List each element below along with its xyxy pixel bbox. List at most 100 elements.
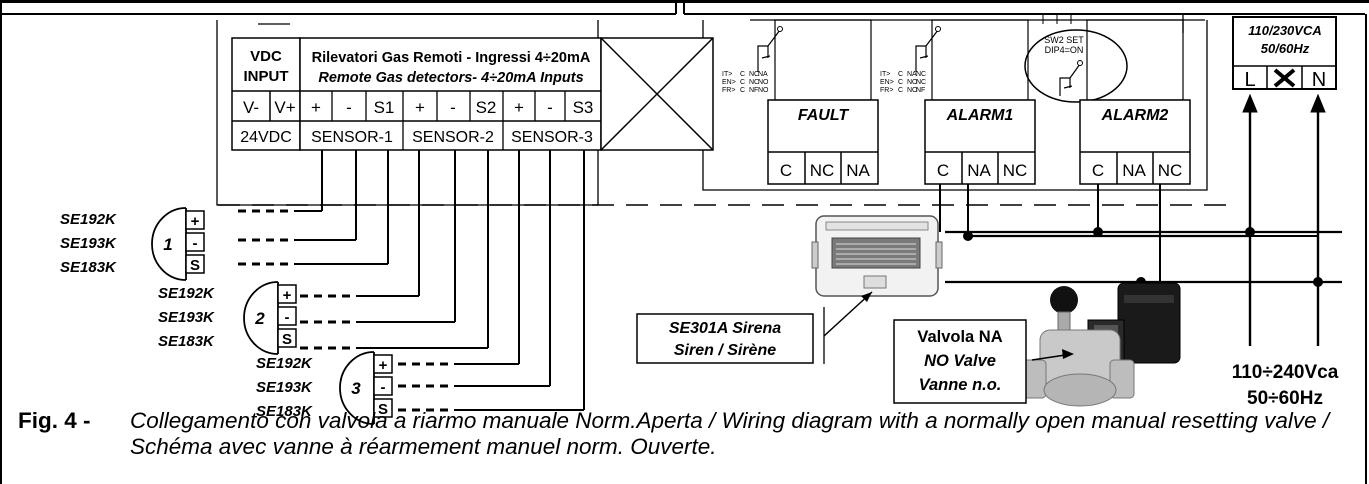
svg-text:EN>: EN> xyxy=(880,79,894,86)
relay-name: FAULT xyxy=(798,107,850,124)
svg-text:NO: NO xyxy=(907,87,918,94)
svg-text:NA: NA xyxy=(758,71,768,78)
detector-number: 3 xyxy=(351,379,361,398)
svg-text:IT>: IT> xyxy=(722,71,732,78)
svg-text:NF: NF xyxy=(749,87,758,94)
svg-text:FR>: FR> xyxy=(880,87,893,94)
sensor-terminal: - xyxy=(547,98,553,117)
detector-pin: S xyxy=(378,401,388,418)
detector-number: 1 xyxy=(163,235,172,254)
voltage-label: 24VDC xyxy=(240,129,292,146)
power-title: 50/60Hz xyxy=(1261,41,1310,56)
valve-label: NO Valve xyxy=(924,352,996,370)
detector-number: 2 xyxy=(254,309,265,328)
sw2-note-line: DIP4=ON xyxy=(1045,45,1084,55)
power-terminal-block: 110/230VCA 50/60Hz L N xyxy=(1232,16,1337,91)
sw2-note-line: SW2 SET xyxy=(1044,35,1084,45)
svg-text:NC: NC xyxy=(916,71,926,78)
svg-text:IT>: IT> xyxy=(880,71,890,78)
valve-label: Vanne n.o. xyxy=(919,376,1002,394)
sensor-label: SENSOR-2 xyxy=(412,129,494,146)
detector-pin: - xyxy=(193,235,198,252)
relay-name: ALARM2 xyxy=(1101,107,1169,124)
arrow-up-icon xyxy=(1242,93,1258,113)
detector-model: SE193K xyxy=(60,235,117,252)
mains-voltage-label: 110÷240Vca xyxy=(1232,362,1339,383)
svg-text:EN>: EN> xyxy=(722,79,736,86)
detector-model: SE183K xyxy=(256,403,313,420)
detector-pin: S xyxy=(190,257,200,274)
sensor-terminal: + xyxy=(415,98,425,117)
figure-caption-text: Collegamento con valvola a riarmo manual… xyxy=(130,408,1330,459)
siren-label: Siren / Sirène xyxy=(674,342,776,359)
vdc-input-label: VDC xyxy=(250,48,282,65)
detector-model: SE183K xyxy=(158,333,215,350)
relay-terminal: NC xyxy=(810,161,835,180)
terminal-n: N xyxy=(1312,69,1326,91)
detector-pin: + xyxy=(379,357,388,374)
svg-text:NC: NC xyxy=(749,71,759,78)
terminal-l: L xyxy=(1244,69,1255,91)
sensor-label: SENSOR-1 xyxy=(311,129,393,146)
svg-text:NF: NF xyxy=(916,87,925,94)
vdc-input-block: VDC INPUT V- V+ 24VDC xyxy=(231,37,301,151)
svg-text:C: C xyxy=(898,87,903,94)
relay-terminal: NC xyxy=(1158,161,1183,180)
sensor-block-title: Rilevatori Gas Remoti - Ingressi 4÷20mA xyxy=(312,50,591,66)
sensor-terminal: S2 xyxy=(476,98,497,117)
vdc-input-label: INPUT xyxy=(244,68,289,85)
relay-terminal: C xyxy=(1092,161,1104,180)
switch-symbol xyxy=(1059,63,1081,96)
ground-x-icon xyxy=(1273,68,1296,88)
detector-pin: - xyxy=(381,379,386,396)
sensor-terminal: S1 xyxy=(374,98,395,117)
svg-text:C: C xyxy=(740,71,745,78)
wire-junction xyxy=(963,231,973,241)
sensor-terminal: + xyxy=(311,98,321,117)
sensor-terminal: - xyxy=(346,98,352,117)
svg-text:NC: NC xyxy=(749,79,759,86)
sensor-label: SENSOR-3 xyxy=(511,129,593,146)
sensor-input-block: Rilevatori Gas Remoti - Ingressi 4÷20mA … xyxy=(299,37,602,151)
relay-terminal: NA xyxy=(846,161,870,180)
mains-frequency-label: 50÷60Hz xyxy=(1247,388,1323,409)
svg-text:FR>: FR> xyxy=(722,87,735,94)
relay-terminal: NC xyxy=(1003,161,1028,180)
siren-label-box: SE301A Sirena Siren / Sirène xyxy=(636,291,873,364)
detector-model: SE183K xyxy=(60,259,117,276)
unused-terminal-box xyxy=(600,37,714,151)
siren-device xyxy=(811,215,943,297)
power-title: 110/230VCA xyxy=(1248,23,1321,38)
detector-model: SE192K xyxy=(60,211,117,228)
arrow-up-icon xyxy=(1310,93,1326,113)
sensor-terminal: + xyxy=(514,98,524,117)
figure-number: Fig. 4 - xyxy=(18,408,91,433)
svg-text:C: C xyxy=(740,87,745,94)
detector-model: SE193K xyxy=(256,379,313,396)
terminal-v-minus: V- xyxy=(243,98,259,117)
siren-label: SE301A Sirena xyxy=(669,320,781,337)
svg-text:NO: NO xyxy=(758,79,769,86)
switch-symbol xyxy=(1077,60,1083,66)
detector-model: SE193K xyxy=(158,309,215,326)
terminal-v-plus: V+ xyxy=(274,98,295,117)
wire-junction xyxy=(1093,227,1103,237)
valve-label-box: Valvola NA NO Valve Vanne n.o. xyxy=(893,319,1074,404)
detector-pin: S xyxy=(282,331,292,348)
detector-pin: + xyxy=(191,213,200,230)
sw2-setting-note: SW2 SET DIP4=ON xyxy=(1024,14,1128,103)
sensor-terminal: S3 xyxy=(573,98,594,117)
sensor-block-subtitle: Remote Gas detectors- 4÷20mA Inputs xyxy=(318,70,583,86)
wire-junction xyxy=(1313,277,1323,287)
relay-terminal: NA xyxy=(967,161,991,180)
valve-device xyxy=(1021,282,1181,407)
relay-name: ALARM1 xyxy=(946,107,1014,124)
sensor-terminal: - xyxy=(450,98,456,117)
